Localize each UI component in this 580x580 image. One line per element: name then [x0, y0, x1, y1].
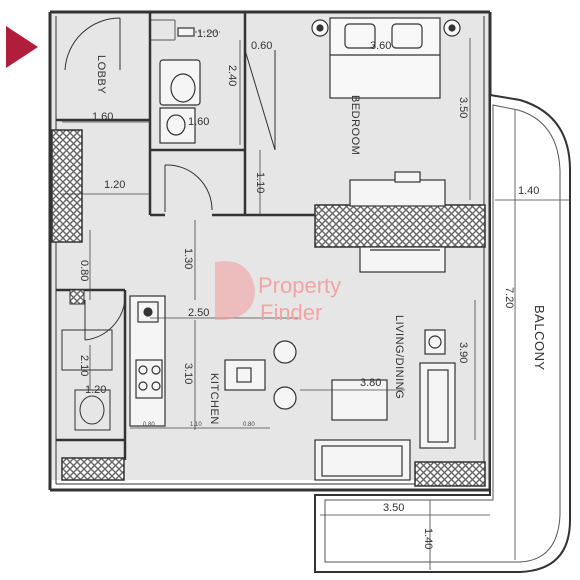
room-label-lobby: LOBBY	[95, 55, 107, 94]
watermark: Property Finder	[215, 261, 341, 325]
column-bottom-left	[61, 457, 125, 481]
room-label-kitchen: KITCHEN	[208, 373, 220, 425]
entry-arrow-icon	[6, 26, 38, 68]
dim-store-width: 0.80	[78, 260, 90, 281]
dim-hall-width: 1.20	[104, 179, 125, 191]
room-label-living-dining: LIVING/DINING	[393, 315, 405, 399]
watermark-line1: Property	[258, 273, 341, 298]
dim-bottom-width: 3.50	[383, 502, 404, 514]
dim-lobby-width: 1.60	[92, 111, 113, 123]
dim-bed-depth: 3.50	[457, 97, 469, 118]
interior-walls	[56, 12, 320, 460]
balcony	[314, 93, 571, 573]
dim-living-width: 3.80	[360, 377, 381, 389]
dimension-lines	[62, 38, 570, 570]
dim-bed-inner: 3.60	[370, 40, 391, 52]
dim-bath-inner: 1.60	[188, 116, 209, 128]
doors	[64, 17, 276, 341]
outer-walls	[48, 10, 492, 492]
dim-balcony-width: 1.40	[518, 185, 539, 197]
dim-bottom-balcony: 1.40	[422, 528, 434, 549]
room-label-bedroom: BEDROOM	[349, 95, 361, 155]
tv-unit	[349, 171, 446, 273]
dim-k1: 0.80	[143, 422, 155, 428]
dim-k3: 0.80	[243, 422, 255, 428]
dim-wardrobe-depth: 1.10	[254, 172, 266, 193]
room-label-balcony: BALCONY	[532, 305, 547, 371]
bathroom-fixtures	[159, 27, 201, 144]
column-bottom-right	[414, 461, 486, 487]
dim-bath-height: 2.40	[226, 65, 238, 86]
dim-living-depth: 3.90	[457, 342, 469, 363]
dim-kitchen-length: 3.10	[182, 363, 194, 384]
column-left	[51, 129, 83, 243]
dim-kitchen-width: 2.50	[188, 307, 209, 319]
bed	[311, 17, 461, 99]
dim-bath-width: 1.20	[197, 28, 218, 40]
dim-hall-length: 1.30	[182, 248, 194, 269]
dim-bed-offset: 0.60	[251, 40, 272, 52]
column-center	[314, 204, 486, 248]
dim-k2: 1.10	[190, 422, 202, 428]
watermark-line2: Finder	[260, 300, 322, 325]
dim-store-height: 2.10	[78, 355, 90, 376]
dim-wc-width: 1.20	[85, 384, 106, 396]
dim-balcony-length: 7.20	[503, 287, 515, 308]
living-furniture	[273, 329, 456, 481]
